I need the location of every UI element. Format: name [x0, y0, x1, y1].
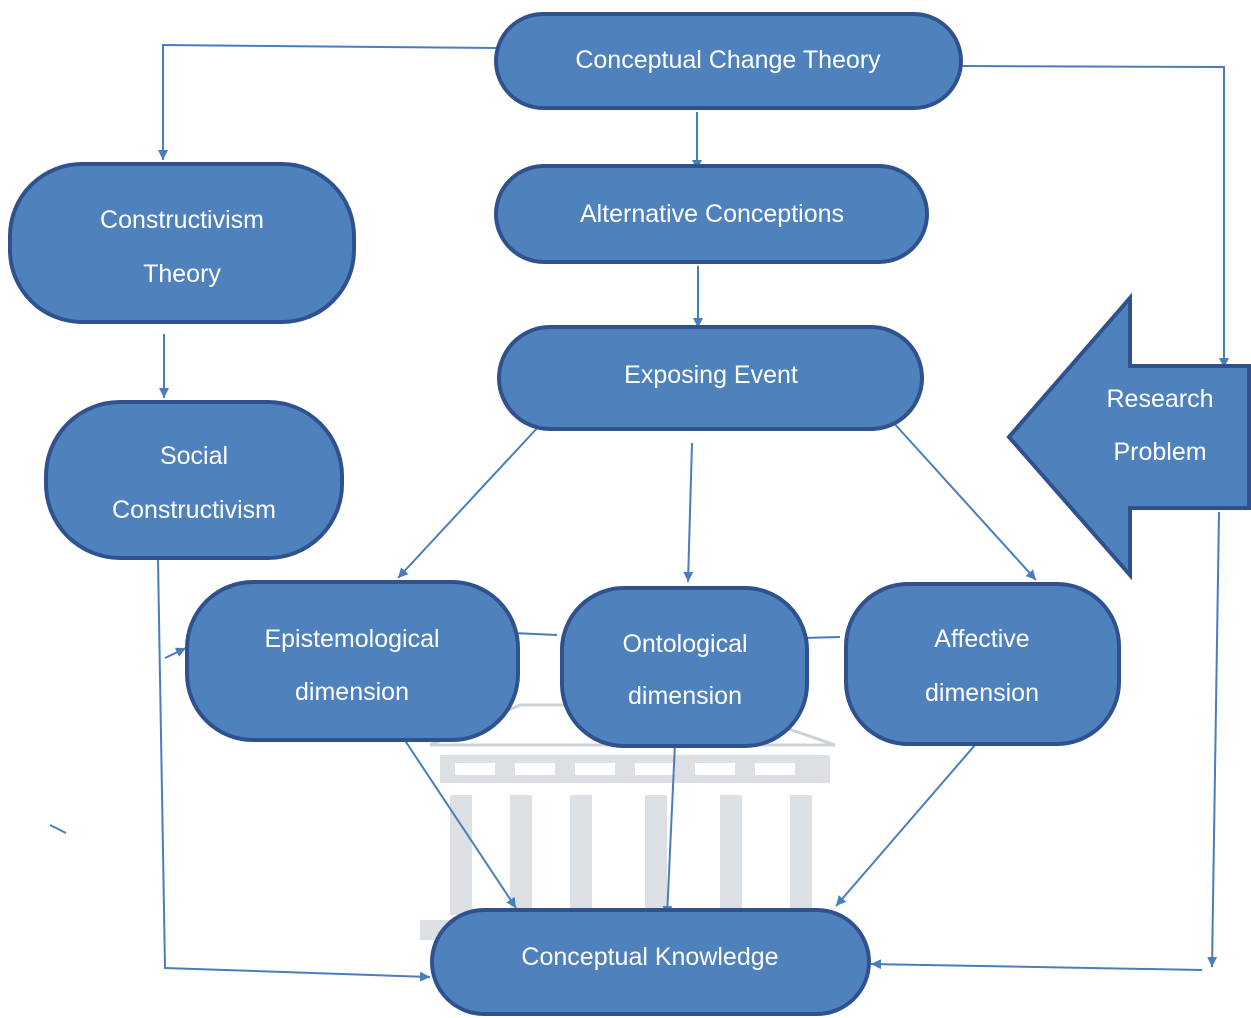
node-exposing-event: Exposing Event [497, 325, 924, 431]
svg-text:dimension: dimension [295, 678, 409, 706]
svg-text:Epistemological: Epistemological [264, 625, 439, 653]
svg-text:dimension: dimension [925, 679, 1039, 707]
svg-text:Constructivism: Constructivism [100, 206, 264, 234]
connector-exposing-to-affective [891, 420, 1037, 581]
connector-epistemological-to-knowledge [399, 732, 517, 909]
node-conceptual-knowledge: Conceptual Knowledge [430, 908, 871, 1016]
stray-dash [49, 824, 67, 834]
svg-text:dimension: dimension [628, 682, 742, 710]
svg-text:Conceptual Change Theory: Conceptual Change Theory [575, 46, 881, 74]
connector-affective-to-knowledge [835, 729, 989, 907]
svg-text:Ontological: Ontological [622, 630, 747, 658]
connector-left-to-epistemological [164, 647, 187, 659]
connector-social-to-knowledge [157, 559, 431, 982]
svg-text:Research: Research [1107, 385, 1214, 413]
node-affective-dimension: Affective dimension [844, 582, 1121, 746]
node-epistemological-dimension: Epistemological dimension [185, 580, 520, 742]
connector-cct-to-constructivism [158, 43, 498, 160]
connector-exposing-to-epistemological [397, 424, 541, 579]
connector-ontological-to-knowledge [662, 721, 677, 917]
connector-cct-to-research [961, 65, 1229, 368]
connector-exposing-to-ontological [683, 442, 694, 583]
node-alternative-conceptions: Alternative Conceptions [494, 164, 929, 264]
node-ontological-dimension: Ontological dimension [560, 586, 809, 748]
node-research-problem: Research Problem [1006, 292, 1251, 581]
connector-ontological-affective [802, 636, 841, 639]
svg-text:Theory: Theory [143, 260, 221, 288]
svg-text:Alternative Conceptions: Alternative Conceptions [580, 200, 844, 228]
connector-epistemological-ontological [512, 632, 558, 636]
svg-text:Affective: Affective [934, 625, 1029, 653]
svg-text:Constructivism: Constructivism [112, 496, 276, 524]
node-conceptual-change-theory: Conceptual Change Theory [494, 12, 963, 110]
svg-text:Exposing Event: Exposing Event [624, 361, 798, 389]
node-social-constructivism: Social Constructivism [44, 400, 344, 560]
connectors [49, 43, 1229, 982]
svg-text:Social: Social [160, 442, 228, 470]
connector-research-to-knowledge [870, 959, 1203, 971]
node-constructivism-theory: Constructivism Theory [8, 162, 356, 324]
connector-research-down [1207, 511, 1220, 968]
svg-text:Problem: Problem [1113, 438, 1206, 466]
svg-text:Conceptual Knowledge: Conceptual Knowledge [521, 943, 778, 971]
